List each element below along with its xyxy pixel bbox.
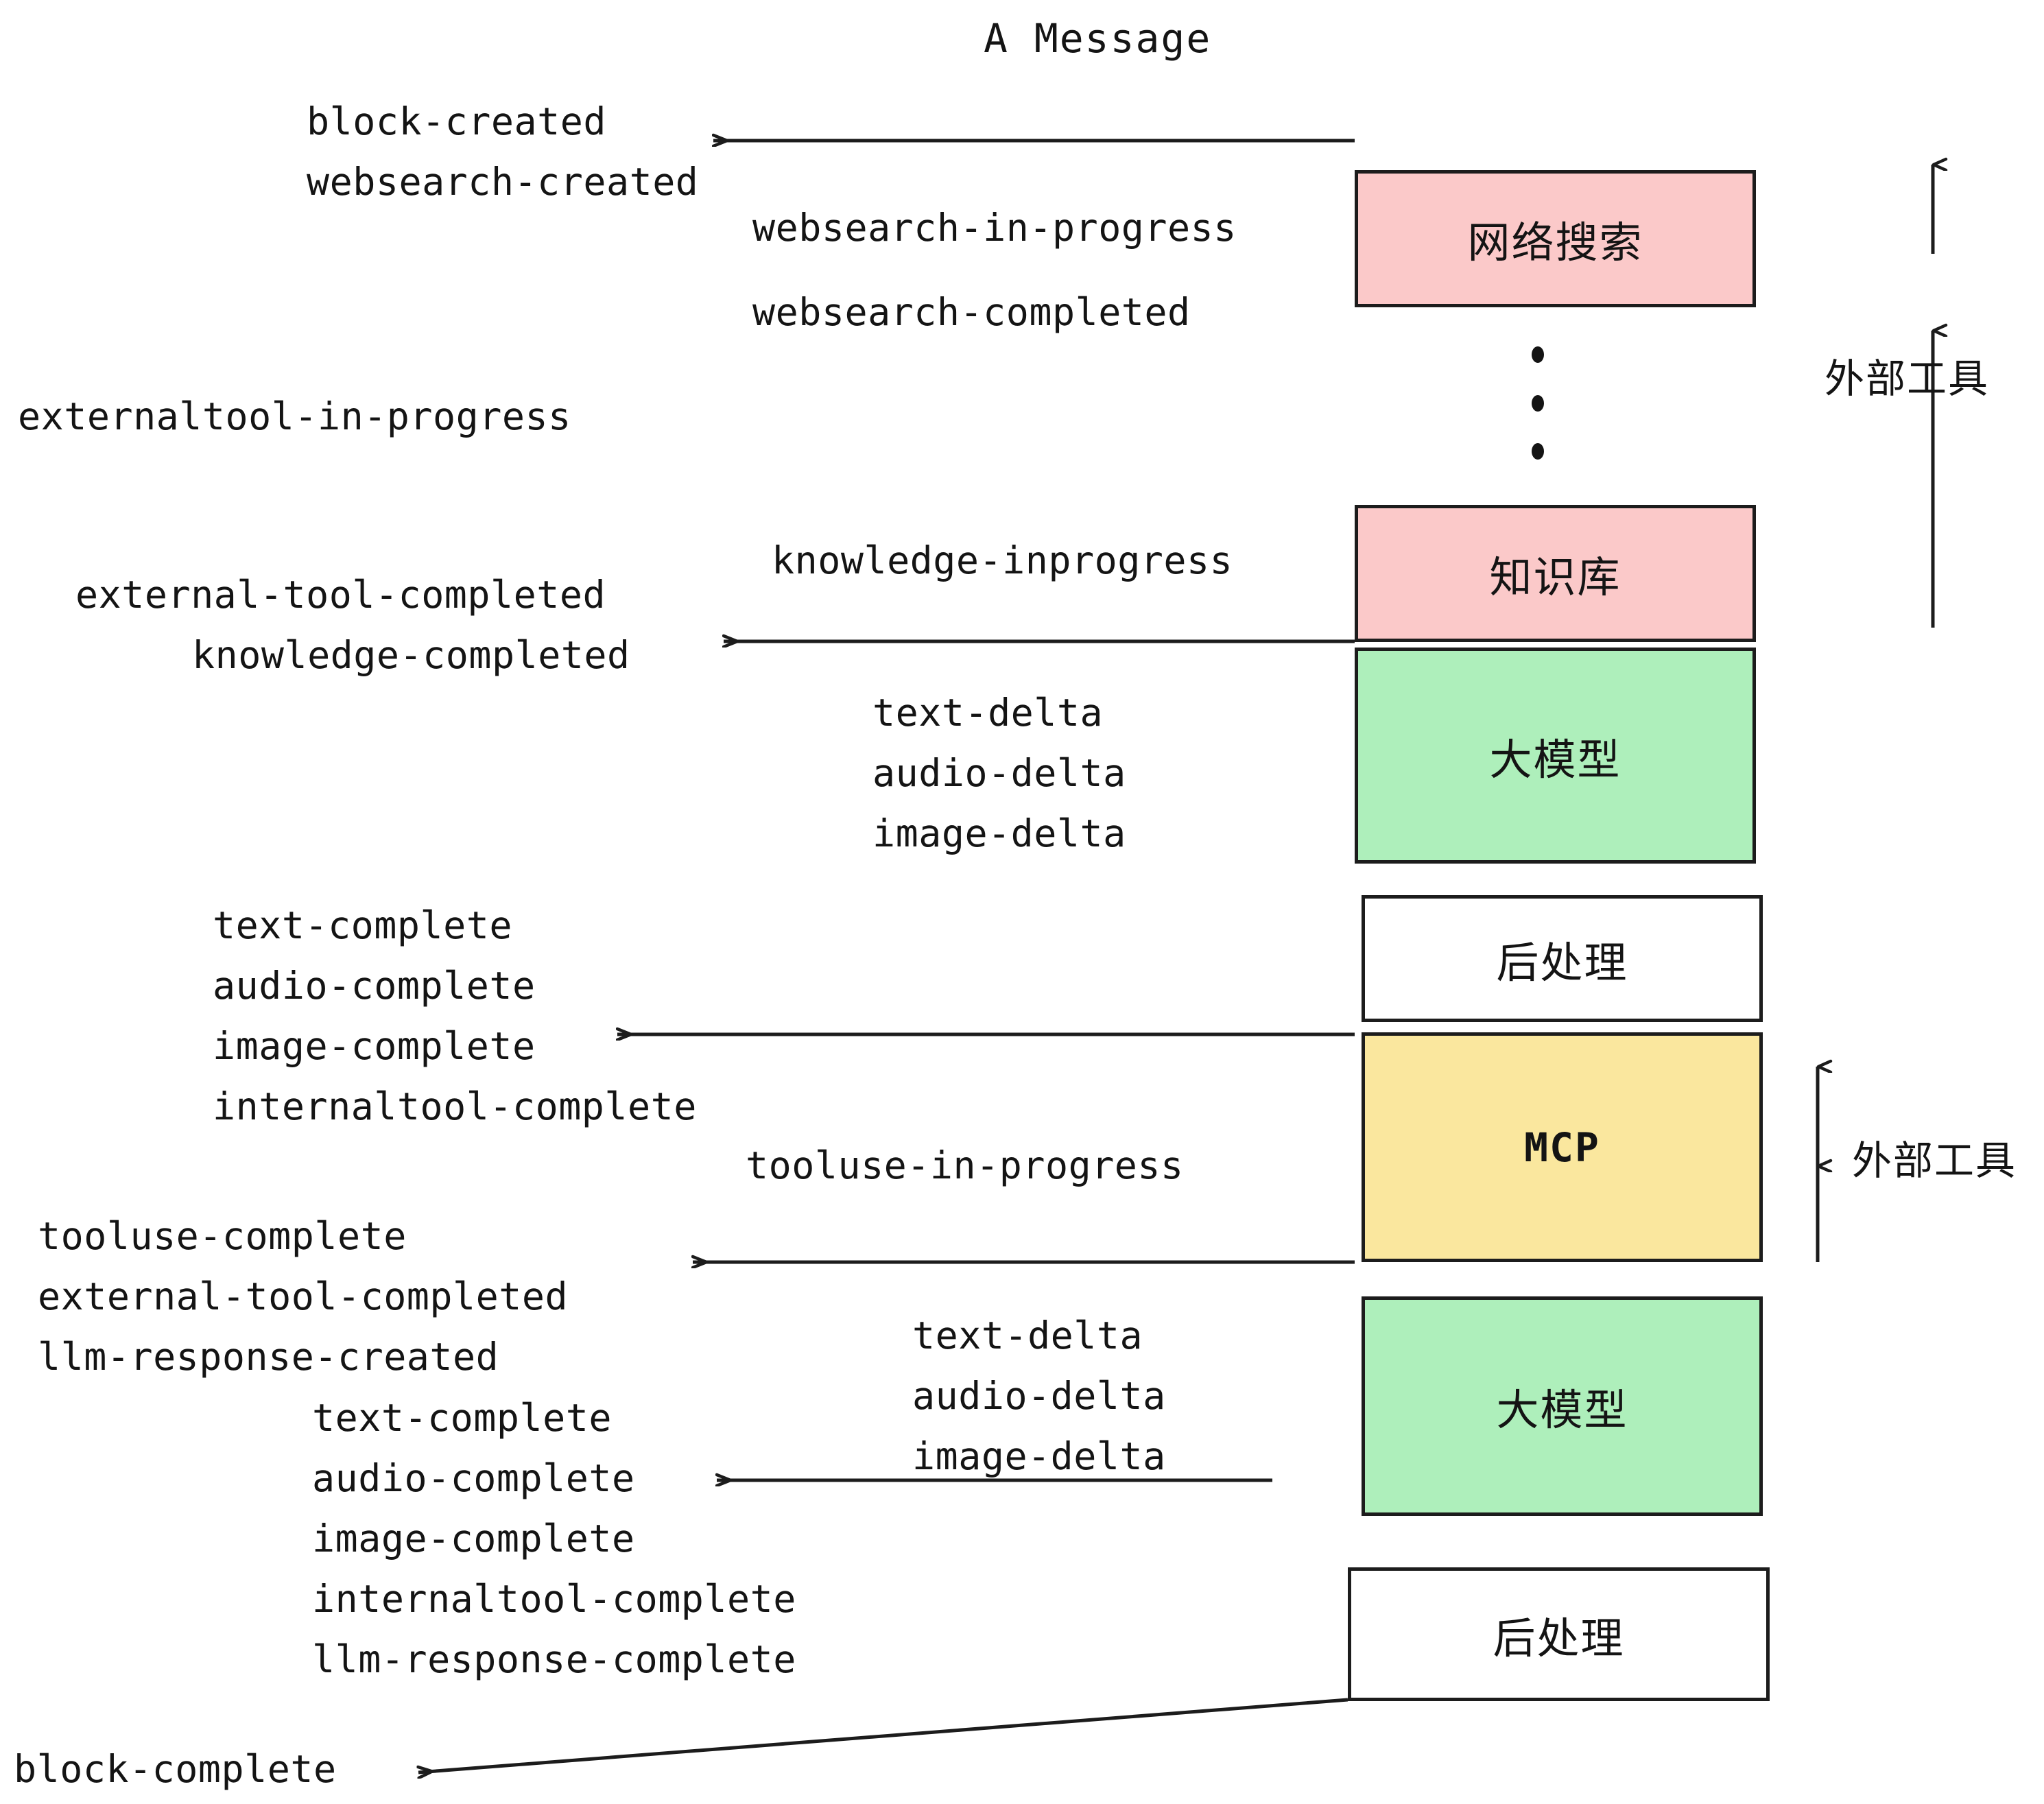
event-knowledge-inprogress: knowledge-inprogress — [772, 538, 1233, 582]
event-image-complete-1: image-complete — [213, 1024, 536, 1068]
page-title: A Message — [984, 15, 1212, 62]
event-external-tool-completed-2: external-tool-completed — [38, 1274, 569, 1318]
node-llm-2-label: 大模型 — [1496, 1385, 1628, 1435]
node-knowledge-label: 知识库 — [1489, 552, 1621, 602]
event-block-complete: block-complete — [14, 1747, 337, 1791]
node-postprocess-2[interactable]: 后处理 — [1348, 1567, 1770, 1701]
event-websearch-in-progress: websearch-in-progress — [752, 206, 1237, 250]
event-tooluse-in-progress: tooluse-in-progress — [746, 1143, 1184, 1187]
event-audio-delta-2: audio-delta — [912, 1374, 1166, 1418]
event-llm-response-complete: llm-response-complete — [312, 1637, 796, 1681]
event-text-complete-1: text-complete — [213, 903, 512, 947]
node-websearch-label: 网络搜索 — [1467, 217, 1643, 268]
event-image-delta-2: image-delta — [912, 1434, 1166, 1478]
node-postprocess-1[interactable]: 后处理 — [1362, 895, 1763, 1022]
event-llm-response-created: llm-response-created — [38, 1335, 499, 1379]
event-audio-complete-2: audio-complete — [312, 1456, 635, 1500]
node-websearch[interactable]: 网络搜索 — [1355, 170, 1756, 307]
node-llm-2[interactable]: 大模型 — [1362, 1296, 1763, 1516]
node-postprocess-2-label: 后处理 — [1493, 1613, 1625, 1663]
event-image-complete-2: image-complete — [312, 1517, 635, 1560]
node-knowledge[interactable]: 知识库 — [1355, 505, 1756, 642]
event-text-delta-2: text-delta — [912, 1314, 1143, 1357]
side-label-external-tools-bottom: 外部工具 — [1852, 1137, 2017, 1184]
side-label-external-tools-top: 外部工具 — [1825, 355, 1990, 402]
event-internaltool-complete-2: internaltool-complete — [312, 1577, 796, 1621]
event-external-tool-completed-1: external-tool-completed — [75, 573, 606, 617]
event-internaltool-complete-1: internaltool-complete — [213, 1084, 697, 1128]
event-websearch-created: websearch-created — [307, 160, 699, 204]
event-knowledge-completed: knowledge-completed — [192, 633, 630, 677]
event-text-complete-2: text-complete — [312, 1396, 612, 1440]
node-llm-1-label: 大模型 — [1489, 734, 1621, 785]
event-block-created: block-created — [307, 99, 606, 143]
event-text-delta-1: text-delta — [872, 691, 1104, 735]
event-tooluse-complete: tooluse-complete — [38, 1214, 407, 1258]
event-externaltool-in-progress: externaltool-in-progress — [18, 394, 571, 438]
event-audio-complete-1: audio-complete — [213, 964, 536, 1008]
event-websearch-completed: websearch-completed — [752, 290, 1191, 334]
event-image-delta-1: image-delta — [872, 811, 1126, 855]
node-mcp[interactable]: MCP — [1362, 1032, 1763, 1262]
node-llm-1[interactable]: 大模型 — [1355, 648, 1756, 864]
event-audio-delta-1: audio-delta — [872, 751, 1126, 795]
node-mcp-label: MCP — [1524, 1124, 1600, 1171]
vertical-ellipsis-icon — [1531, 346, 1545, 460]
arrow-postprocess2-to-block-complete — [418, 1698, 1348, 1772]
node-postprocess-1-label: 后处理 — [1496, 937, 1628, 988]
